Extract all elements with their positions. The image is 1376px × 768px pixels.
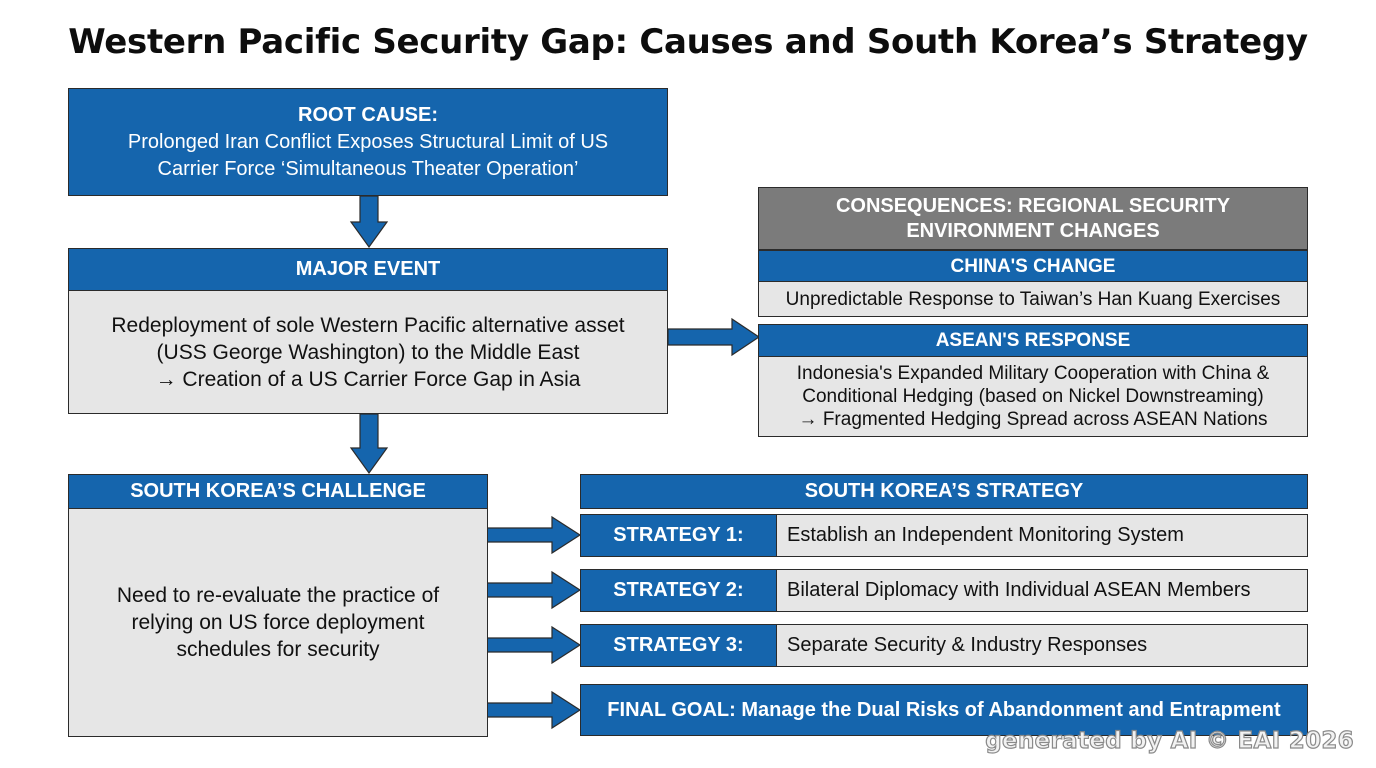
consequences-heading: CONSEQUENCES: REGIONAL SECURITY ENVIRONM…: [758, 187, 1308, 250]
asean-response-heading: ASEAN'S RESPONSE: [758, 324, 1308, 357]
challenge-heading-text: SOUTH KOREA’S CHALLENGE: [130, 480, 426, 502]
china-change-heading: CHINA'S CHANGE: [758, 250, 1308, 282]
major-event-line: → Creation of a US Carrier Force Gap in …: [155, 367, 581, 391]
root-cause-heading: ROOT CAUSE:: [298, 103, 438, 126]
consequences-heading-line: ENVIRONMENT CHANGES: [906, 219, 1160, 242]
challenge-line: Need to re-evaluate the practice of: [116, 584, 440, 607]
strategy-3-text: Separate Security & Industry Responses: [776, 624, 1308, 667]
strategy-text: Bilateral Diplomacy with Individual ASEA…: [787, 579, 1251, 601]
strategy-2-text: Bilateral Diplomacy with Individual ASEA…: [776, 569, 1308, 612]
final-goal-box: FINAL GOAL: Manage the Dual Risks of Aba…: [580, 684, 1308, 736]
challenge-line: relying on US force deployment: [131, 611, 425, 634]
major-event-heading-text: MAJOR EVENT: [295, 258, 441, 280]
challenge-line: schedules for security: [176, 638, 380, 661]
asean-response-line: Conditional Hedging (based on Nickel Dow…: [802, 386, 1264, 407]
challenge-heading: SOUTH KOREA’S CHALLENGE: [68, 474, 488, 509]
major-event-line: (USS George Washington) to the Middle Ea…: [156, 340, 580, 364]
asean-response-line: → Fragmented Hedging Spread across ASEAN…: [798, 409, 1268, 430]
major-event-body: Redeployment of sole Western Pacific alt…: [68, 290, 668, 414]
asean-response-line: Indonesia's Expanded Military Cooperatio…: [796, 363, 1270, 384]
strategy-1-text: Establish an Independent Monitoring Syst…: [776, 514, 1308, 557]
asean-response-body: Indonesia's Expanded Military Cooperatio…: [758, 356, 1308, 437]
strategy-2-label: STRATEGY 2:: [580, 569, 777, 612]
arrow-root-to-event: [349, 195, 389, 249]
strategy-heading: SOUTH KOREA’S STRATEGY: [580, 474, 1308, 509]
major-event-line: Redeployment of sole Western Pacific alt…: [111, 313, 625, 337]
major-event-heading: MAJOR EVENT: [68, 248, 668, 291]
challenge-body: Need to re-evaluate the practice of rely…: [68, 508, 488, 737]
china-change-heading-text: CHINA'S CHANGE: [950, 255, 1116, 277]
final-goal-text: FINAL GOAL: Manage the Dual Risks of Aba…: [607, 698, 1281, 721]
root-cause-box: ROOT CAUSE: Prolonged Iran Conflict Expo…: [68, 88, 668, 196]
root-cause-line: Carrier Force ‘Simultaneous Theater Oper…: [157, 157, 579, 180]
arrow-event-to-challenge: [349, 413, 389, 475]
arrow-to-final-goal: [486, 690, 582, 730]
ai-watermark: generated by AI © EAI 2026: [985, 727, 1355, 754]
arrow-to-strategy-2: [486, 570, 582, 610]
strategy-label-text: STRATEGY 1:: [613, 524, 744, 546]
consequences-heading-line: CONSEQUENCES: REGIONAL SECURITY: [835, 194, 1231, 217]
strategy-label-text: STRATEGY 2:: [613, 579, 744, 601]
root-cause-line: Prolonged Iran Conflict Exposes Structur…: [127, 130, 609, 153]
strategy-text: Separate Security & Industry Responses: [787, 634, 1148, 656]
strategy-label-text: STRATEGY 3:: [613, 634, 744, 656]
arrow-to-strategy-3: [486, 625, 582, 665]
china-change-text: Unpredictable Response to Taiwan’s Han K…: [785, 288, 1281, 310]
strategy-3-label: STRATEGY 3:: [580, 624, 777, 667]
page-title: Western Pacific Security Gap: Causes and…: [68, 22, 1308, 62]
arrow-to-strategy-1: [486, 515, 582, 555]
strategy-text: Establish an Independent Monitoring Syst…: [787, 524, 1184, 546]
china-change-body: Unpredictable Response to Taiwan’s Han K…: [758, 281, 1308, 317]
arrow-event-to-consequences: [667, 317, 761, 357]
strategy-heading-text: SOUTH KOREA’S STRATEGY: [804, 480, 1084, 502]
strategy-1-label: STRATEGY 1:: [580, 514, 777, 557]
asean-response-heading-text: ASEAN'S RESPONSE: [935, 330, 1131, 351]
